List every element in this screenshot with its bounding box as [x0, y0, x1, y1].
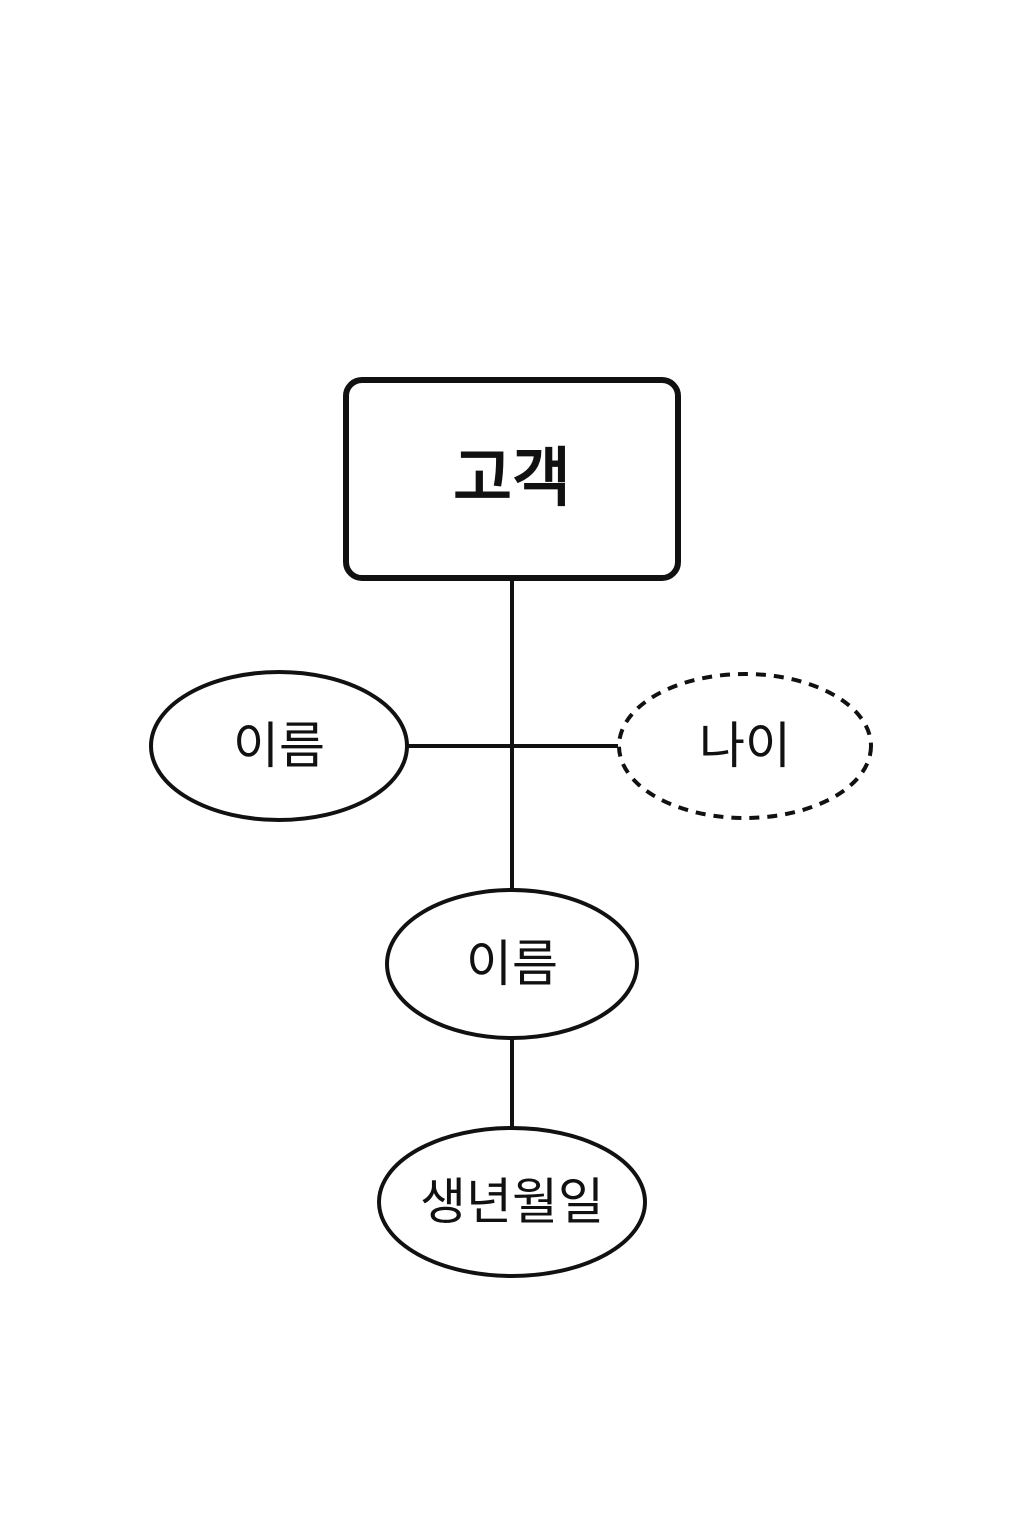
entity-box — [343, 377, 681, 581]
attribute-name-center[interactable]: 이름 — [385, 888, 639, 1040]
attribute-label: 생년월일 — [420, 1173, 604, 1231]
entity-label: 고객 — [453, 442, 571, 516]
attribute-ellipse — [149, 670, 409, 822]
attribute-birthdate[interactable]: 생년월일 — [377, 1126, 647, 1278]
attribute-label: 이름 — [466, 935, 558, 993]
attribute-name-left[interactable]: 이름 — [149, 670, 409, 822]
attribute-age[interactable]: 나이 — [617, 672, 873, 820]
attribute-ellipse — [385, 888, 639, 1040]
attribute-label: 이름 — [233, 717, 325, 775]
entity-customer[interactable]: 고객 — [343, 377, 681, 581]
attribute-ellipse — [377, 1126, 647, 1278]
attribute-ellipse-dashed — [617, 672, 873, 820]
attribute-label: 나이 — [699, 717, 791, 775]
